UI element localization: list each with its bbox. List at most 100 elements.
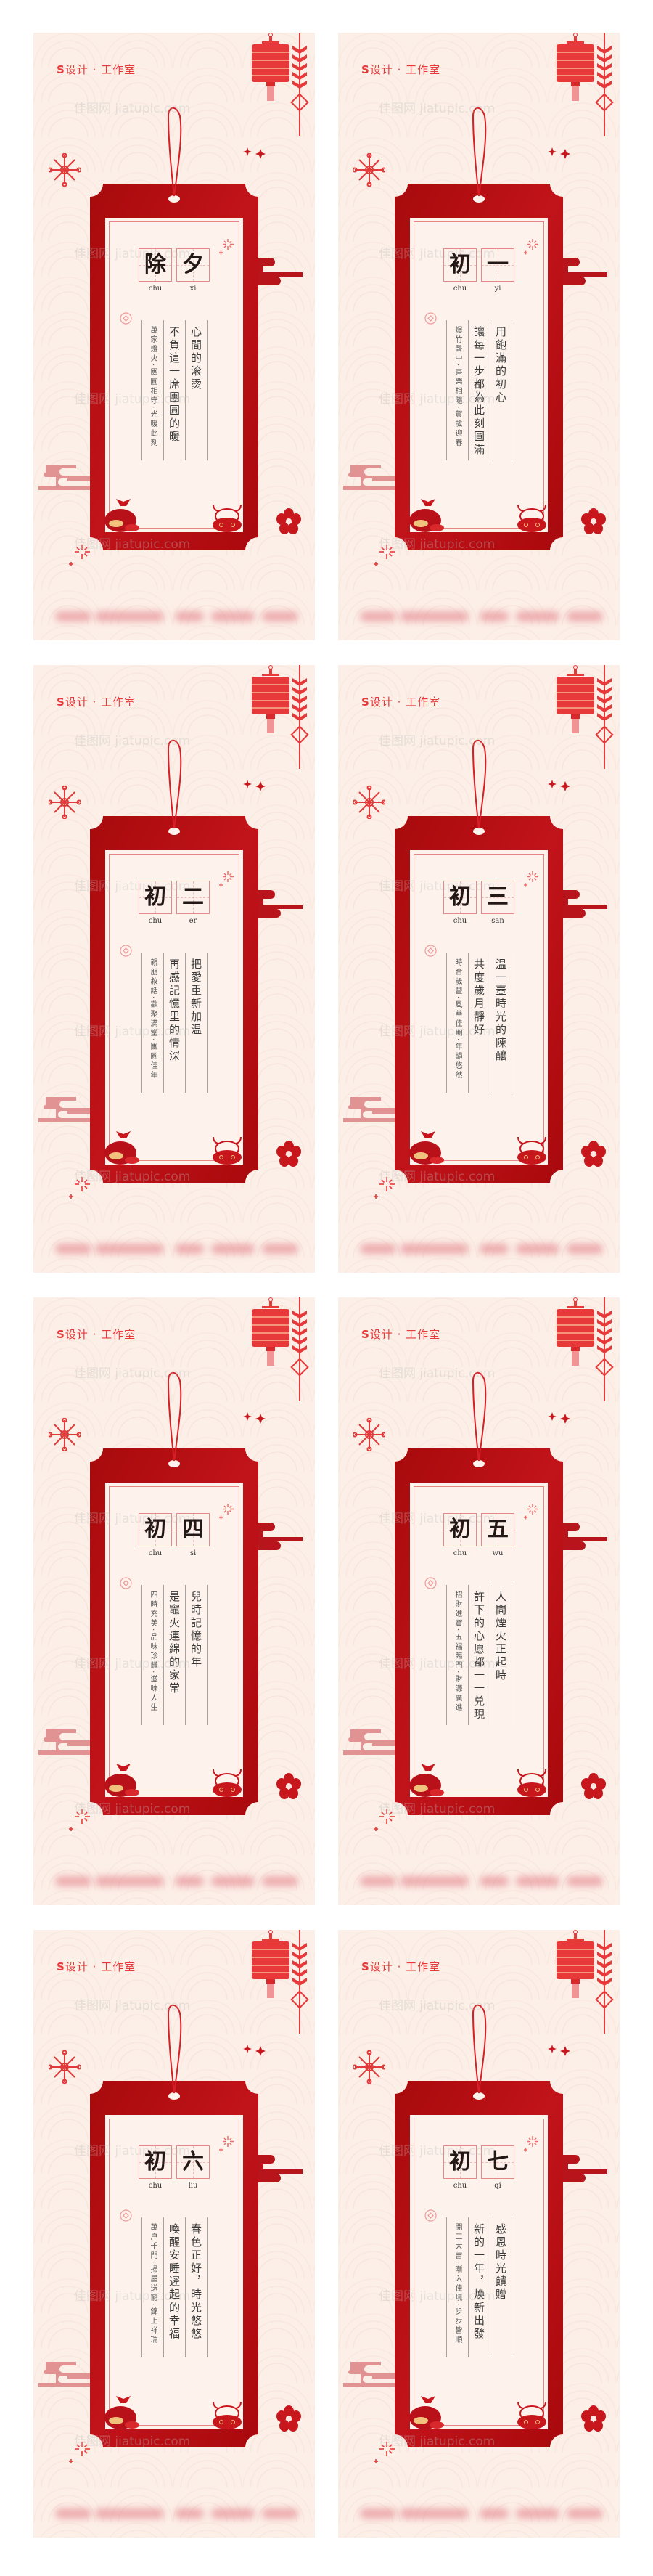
firecracker-icon [597, 1943, 612, 1986]
title-char-2: 七 [487, 2149, 509, 2174]
verse-subline: 招財進寶·五福臨門·財源廣進 [453, 1591, 461, 1713]
tag-paper [410, 1483, 548, 1797]
column-divider [468, 953, 469, 1093]
poster-card-7: S设计 · 工作室 [33, 1930, 315, 2538]
title-char-1: 初 [144, 1517, 166, 1542]
pinyin-2: qi [494, 2182, 501, 2190]
title-char-2: 夕 [182, 252, 204, 277]
pinyin-2: yi [494, 285, 501, 293]
coin-icon [120, 2209, 132, 2222]
sparkle-icon [219, 1504, 234, 1520]
cloud-icon [343, 1729, 395, 1755]
sparkle-icon [548, 1412, 570, 1424]
title-char-1: 除 [144, 252, 166, 277]
blurred-footer-text [262, 1244, 298, 1254]
column-divider [446, 953, 447, 1093]
verse-subline: 時合歲豐·風華佳期·年韻悠然 [453, 958, 461, 1081]
sparkle-icon [524, 2136, 538, 2152]
brand-logo: S设计 · 工作室 [361, 694, 440, 709]
verse-line-1: 把愛重新加温 [189, 958, 202, 1037]
blurred-footer-text [175, 611, 204, 621]
verse-line-2: 讓每一步都為此刻圓滿 [472, 326, 485, 457]
logo-mark: S [57, 1328, 65, 1341]
title-char-box: 初 [139, 2145, 172, 2179]
logo-text: 设计 · 工作室 [369, 1328, 441, 1341]
logo-mark: S [57, 696, 65, 709]
logo-mark: S [361, 696, 370, 709]
sparkle-icon [243, 1412, 266, 1424]
snowflake-icon [353, 153, 385, 187]
title-char-box: 除 [139, 248, 172, 282]
column-divider [185, 2217, 186, 2357]
cloud-icon [343, 465, 395, 490]
logo-mark: S [361, 1328, 370, 1341]
blurred-footer-text [211, 611, 255, 621]
pinyin-1: chu [148, 1549, 163, 1557]
tag-string [472, 107, 487, 197]
blurred-footer-text [360, 611, 396, 621]
column-divider [446, 2217, 447, 2357]
title-char-box: 初 [443, 2145, 477, 2179]
sparkle-icon [374, 2442, 395, 2463]
blurred-footer-text [262, 1876, 298, 1886]
sparkle-icon [219, 239, 234, 255]
sparkle-icon [243, 2045, 266, 2056]
ox-icon [213, 1136, 242, 1165]
title-char-box: 四 [176, 1513, 210, 1546]
pinyin-1: chu [453, 917, 467, 925]
snowflake-icon [49, 786, 81, 819]
blurred-footer-text [175, 1244, 204, 1254]
title-char-box: 初 [139, 881, 172, 914]
cloud-icon [562, 890, 607, 918]
blurred-footer-text [567, 2508, 603, 2519]
sparkle-icon [219, 2136, 234, 2152]
sparkle-icon [548, 147, 570, 159]
tag-paper [105, 1483, 243, 1797]
brand-logo: S设计 · 工作室 [57, 1326, 136, 1342]
poster-card-5: S设计 · 工作室 [33, 1297, 315, 1905]
verse-line-2: 是竈火連綿的家常 [168, 1591, 181, 1695]
sparkle-icon [524, 239, 538, 255]
tag-string [167, 1371, 182, 1462]
verse-line-2: 許下的心愿都一一兑現 [472, 1591, 485, 1721]
blurred-footer-text [262, 2508, 298, 2519]
coin-icon [120, 1577, 132, 1589]
blurred-footer-text [211, 2508, 255, 2519]
verse-line-1: 用飽滿的初心 [494, 326, 507, 404]
logo-text: 设计 · 工作室 [65, 63, 136, 76]
column-divider [468, 320, 469, 460]
title-char-box: 五 [481, 1513, 514, 1546]
cloud-icon [343, 1097, 395, 1122]
firecracker-icon [597, 46, 612, 89]
title-char-box: 初 [443, 248, 477, 282]
sparkle-icon [548, 2045, 570, 2056]
cloud-icon [258, 258, 303, 285]
tag-paper [105, 2115, 243, 2429]
title-char-box: 六 [176, 2145, 210, 2179]
brand-logo: S设计 · 工作室 [361, 62, 440, 77]
title-char-box: 初 [139, 1513, 172, 1546]
title-char-2: 四 [182, 1517, 204, 1542]
tag-paper [410, 850, 548, 1165]
column-divider [185, 1585, 186, 1725]
title-char-1: 初 [449, 884, 471, 910]
verse-line-2: 新的一年，煥新出發 [472, 2223, 485, 2341]
ox-icon [213, 2401, 242, 2429]
verse-line-2: 喚醒安睡遲起的幸福 [168, 2223, 181, 2341]
tag-paper [410, 218, 548, 532]
ox-icon [517, 1769, 546, 1797]
brand-logo: S设计 · 工作室 [57, 1959, 136, 1974]
pinyin-1: chu [453, 2182, 467, 2190]
column-divider [163, 1585, 164, 1725]
cloud-icon [562, 1523, 607, 1550]
column-divider [141, 1585, 142, 1725]
poster-card-3: S设计 · 工作室 [33, 665, 315, 1273]
tag-string [167, 739, 182, 829]
blurred-footer-text [95, 1876, 164, 1886]
blurred-footer-text [400, 611, 469, 621]
tag-string [472, 739, 487, 829]
blurred-footer-text [175, 1876, 204, 1886]
plum-flower-icon [276, 2405, 301, 2432]
blurred-footer-text [55, 1876, 91, 1886]
blurred-footer-text [95, 611, 164, 621]
